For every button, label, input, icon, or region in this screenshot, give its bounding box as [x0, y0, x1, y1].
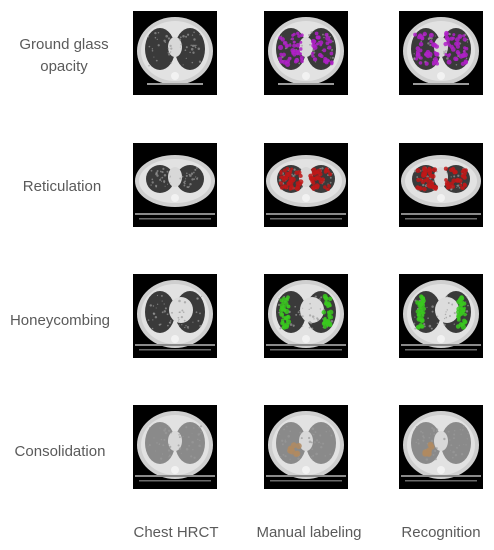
ct-scan-graphic — [401, 155, 481, 220]
ct-scan-graphic — [268, 17, 344, 85]
row-label-honeycombing: Honeycombing — [0, 310, 124, 332]
ct-image-hrct — [133, 143, 217, 227]
row-label-line: Ground glass — [19, 36, 109, 53]
ct-image-recognition — [399, 274, 483, 358]
ct-image-manual — [264, 11, 348, 95]
ct-image-recognition — [399, 11, 483, 95]
ct-image-manual — [264, 274, 348, 358]
ct-scan-graphic — [266, 155, 346, 220]
ct-scan-graphic — [135, 155, 215, 220]
ct-scan-graphic — [135, 411, 215, 482]
ct-scan-graphic — [266, 411, 346, 482]
row-label-line: Honeycombing — [9, 312, 111, 329]
ct-image-manual — [264, 405, 348, 489]
ct-image-hrct — [133, 11, 217, 95]
row-label-line: Reticulation — [22, 178, 102, 195]
ct-scan-graphic — [401, 411, 481, 482]
ct-image-recognition — [399, 143, 483, 227]
column-label-manual-labeling: Manual labeling — [256, 524, 362, 541]
row-label-line: Consolidation — [14, 443, 106, 460]
row-label-line: opacity — [40, 58, 88, 75]
row-label-consolidation: Consolidation — [0, 441, 124, 463]
row-label-ground-glass: Ground glass opacity — [0, 34, 128, 78]
ct-scan-graphic — [266, 280, 346, 351]
ct-scan-graphic — [403, 17, 479, 85]
row-label-reticulation: Reticulation — [0, 176, 126, 198]
ct-image-recognition — [399, 405, 483, 489]
ct-scan-graphic — [137, 17, 213, 85]
ct-image-hrct — [133, 274, 217, 358]
ct-image-hrct — [133, 405, 217, 489]
column-label-recognition: Recognition — [401, 524, 481, 541]
ct-scan-graphic — [135, 280, 215, 351]
ct-scan-graphic — [401, 280, 481, 351]
ct-image-manual — [264, 143, 348, 227]
column-label-chest-hrct: Chest HRCT — [133, 524, 219, 541]
